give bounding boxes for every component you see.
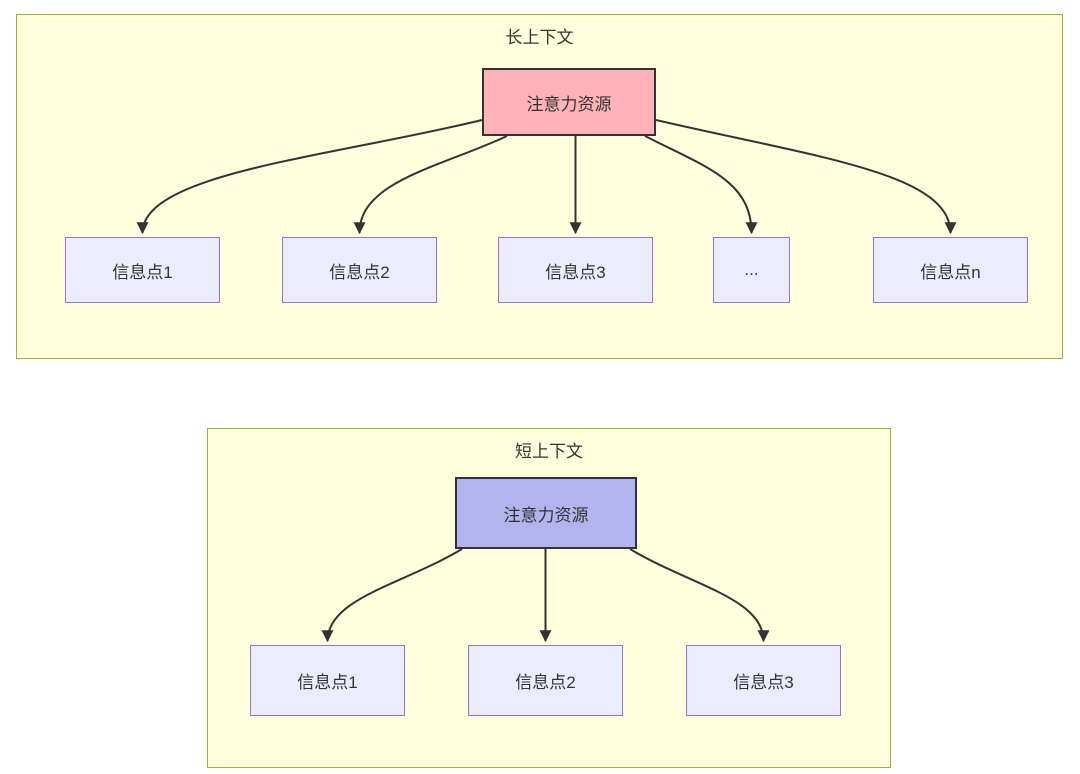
long-info-node-3: 信息点3 xyxy=(498,237,653,303)
long-info-node-1: 信息点1 xyxy=(65,237,220,303)
long-attention-node: 注意力资源 xyxy=(482,68,656,136)
long-info-node-dots: ... xyxy=(713,237,790,303)
long-context-panel: 长上下文 xyxy=(16,14,1063,359)
short-context-title: 短上下文 xyxy=(515,442,583,461)
short-info-node-1: 信息点1 xyxy=(250,645,405,716)
long-info-node-n: 信息点n xyxy=(873,237,1028,303)
long-info-node-2: 信息点2 xyxy=(282,237,437,303)
short-info-node-3: 信息点3 xyxy=(686,645,841,716)
long-context-title: 长上下文 xyxy=(505,28,574,47)
short-attention-node: 注意力资源 xyxy=(455,477,637,549)
short-info-node-2: 信息点2 xyxy=(468,645,623,716)
